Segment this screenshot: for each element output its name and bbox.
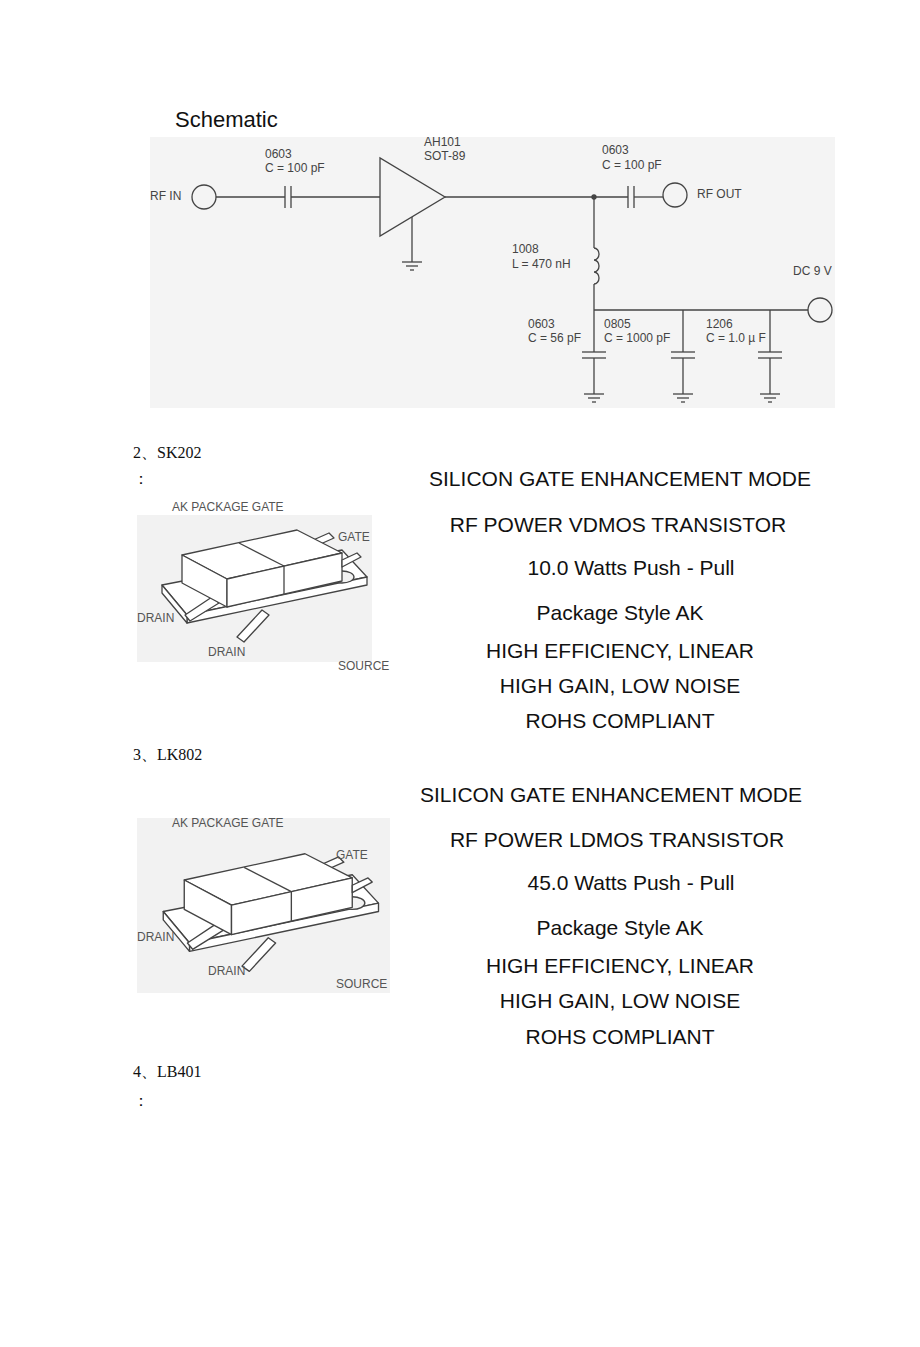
section-heading: 2、SK202 <box>133 444 201 462</box>
colon: ： <box>133 470 149 488</box>
part-size: 1206 <box>706 318 733 332</box>
part-value: C = 100 pF <box>602 159 662 173</box>
pin-name: SOURCE <box>336 978 387 992</box>
part-value: C = 1000 pF <box>604 332 670 346</box>
part-size: 1008 <box>512 243 539 257</box>
port-name: DC 9 V <box>793 265 832 279</box>
schematic-wires <box>192 158 832 394</box>
feature-line: Package Style AK <box>537 601 704 625</box>
port-name: RF IN <box>150 190 181 204</box>
feature-line: SILICON GATE ENHANCEMENT MODE <box>429 467 811 491</box>
part-size: 0603 <box>265 148 292 162</box>
part-size: 0603 <box>528 318 555 332</box>
schematic-ground <box>150 137 835 408</box>
section-heading: 3、LK802 <box>133 746 202 764</box>
part-value: C = 1.0 µ F <box>706 332 766 346</box>
feature-line: HIGH GAIN, LOW NOISE <box>500 674 740 698</box>
colon: ： <box>133 1092 149 1110</box>
port-name: RF OUT <box>697 188 742 202</box>
part-value: C = 100 pF <box>265 162 325 176</box>
part-size: 0603 <box>602 144 629 158</box>
heading: Schematic <box>175 107 278 132</box>
pin-name: DRAIN <box>208 965 245 979</box>
package-drawing <box>162 530 367 642</box>
package-ground <box>137 515 372 662</box>
pin-name: DRAIN <box>208 646 245 660</box>
feature-line: ROHS COMPLIANT <box>525 709 714 733</box>
feature-line: ROHS COMPLIANT <box>525 1025 714 1049</box>
feature-line: SILICON GATE ENHANCEMENT MODE <box>420 783 802 807</box>
pin-name: DRAIN <box>137 931 174 945</box>
package-label: AK PACKAGE GATE <box>172 501 284 515</box>
part-name: AH101 <box>424 136 461 150</box>
part-value: C = 56 pF <box>528 332 581 346</box>
package-ground <box>137 818 390 993</box>
feature-line: RF POWER VDMOS TRANSISTOR <box>450 513 786 537</box>
feature-line: 45.0 Watts Push - Pull <box>528 871 735 895</box>
package-name: SOT-89 <box>424 150 465 164</box>
feature-line: 10.0 Watts Push - Pull <box>528 556 735 580</box>
pin-name: GATE <box>338 531 370 545</box>
package-label: AK PACKAGE GATE <box>172 817 284 831</box>
section-heading: 4、LB401 <box>133 1063 201 1081</box>
package-drawing <box>163 854 378 972</box>
feature-line: HIGH EFFICIENCY, LINEAR <box>486 954 754 978</box>
feature-line: RF POWER LDMOS TRANSISTOR <box>450 828 784 852</box>
part-value: L = 470 nH <box>512 258 571 272</box>
part-size: 0805 <box>604 318 631 332</box>
pin-name: SOURCE <box>338 660 389 674</box>
pin-name: GATE <box>336 849 368 863</box>
pin-name: DRAIN <box>137 612 174 626</box>
feature-line: Package Style AK <box>537 916 704 940</box>
feature-line: HIGH EFFICIENCY, LINEAR <box>486 639 754 663</box>
feature-line: HIGH GAIN, LOW NOISE <box>500 989 740 1013</box>
